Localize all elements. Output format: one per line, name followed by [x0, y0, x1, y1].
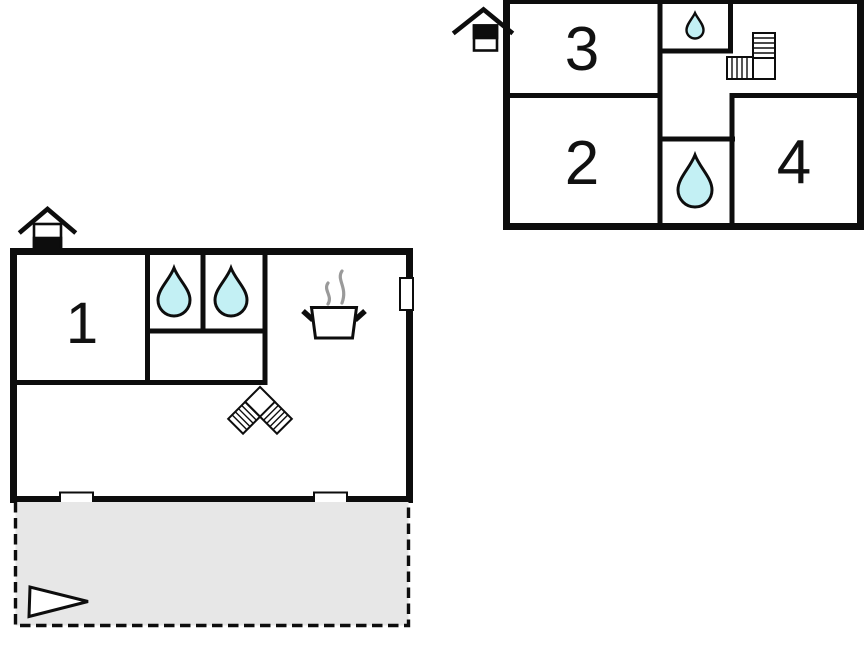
water-drop-icon: [213, 263, 249, 318]
staircase-icon: [726, 32, 776, 80]
house-ground-floor-icon: [17, 205, 78, 253]
room-3-label: 3: [565, 15, 599, 84]
terrace-outline: [13, 502, 411, 628]
water-drop-icon: [156, 263, 192, 318]
direction-arrow-icon: [27, 585, 89, 619]
room-2-label: 2: [565, 129, 599, 198]
staircase-icon: [226, 385, 294, 436]
door-marker: [398, 276, 415, 312]
terrace: [13, 502, 411, 628]
room-1-label: 1: [66, 291, 98, 356]
room-4-label: 4: [777, 128, 811, 197]
ground-floor-plan: 1: [10, 248, 415, 507]
stove-icon: [301, 269, 367, 340]
house-upper-floor-icon: [451, 6, 515, 52]
drawing-root: 3 2 4: [10, 0, 864, 628]
water-drop-icon: [676, 150, 714, 209]
ground-outer-wall: [10, 248, 413, 503]
upper-floor-plan: 3 2 4: [503, 0, 864, 230]
steam-icon: [324, 281, 332, 306]
steam-icon: [338, 269, 346, 305]
upper-outer-wall: [503, 0, 864, 230]
water-drop-icon: [685, 10, 705, 40]
